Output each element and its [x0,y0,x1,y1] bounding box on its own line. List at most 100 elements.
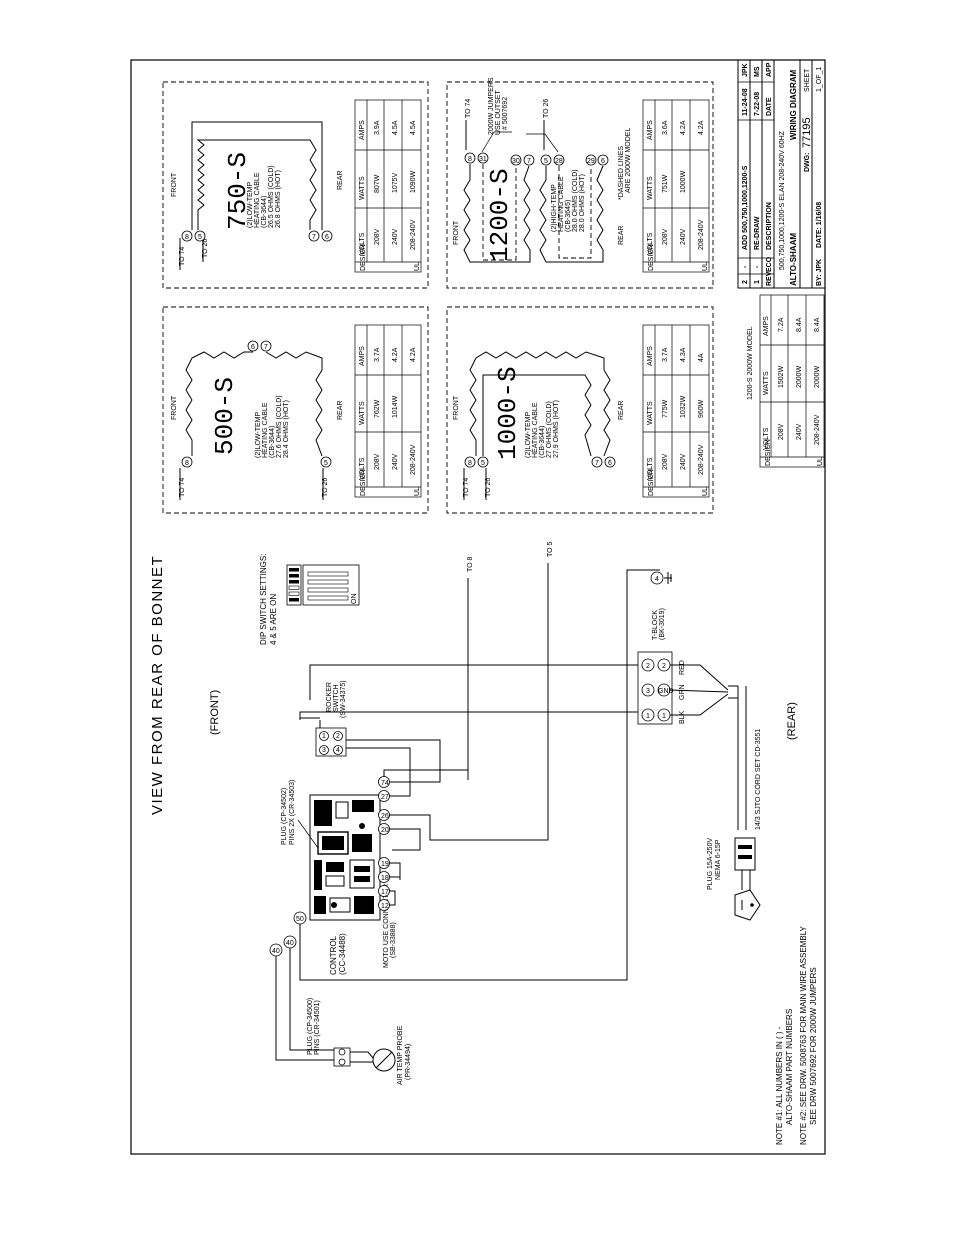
svg-text:(CB-3645): (CB-3645) [565,200,572,232]
svg-text:12: 12 [381,903,389,910]
svg-text:1: 1 [662,713,666,720]
svg-text:TO 74: TO 74 [179,247,186,266]
svg-text:240V: 240V [392,453,399,470]
svg-text:FRONT: FRONT [171,172,178,197]
svg-text:8.4A: 8.4A [814,317,821,332]
svg-text:4 & 5 ARE ON: 4 & 5 ARE ON [269,594,278,645]
svg-text:1000W: 1000W [680,170,687,193]
svg-text:208-240V: 208-240V [698,219,705,250]
lead-to-5: TO 5 [547,541,554,820]
svg-text:T-BLOCK: T-BLOCK [652,610,659,640]
svg-text:8.4A: 8.4A [796,317,803,332]
svg-text:PINS (CR-34501): PINS (CR-34501) [314,1000,321,1055]
svg-text:(2)LOW-TEMP: (2)LOW-TEMP [247,182,254,228]
svg-text:ON: ON [351,594,358,605]
svg-text:3.7A: 3.7A [374,347,381,362]
drawing-border [130,59,826,1155]
svg-text:(CB-3644): (CB-3644) [269,426,276,458]
svg-text:500-S: 500-S [210,377,240,455]
svg-text:500,750,1000,1200-S ELAN 208-2: 500,750,1000,1200-S ELAN 208-240V 60HZ [779,130,786,270]
svg-text:2000W: 2000W [814,365,821,388]
plug-main-label-b: PINS 2X (CR-34503) [289,780,296,845]
control-label-b: (CC-34488) [338,933,347,975]
svg-text:4.5A: 4.5A [410,120,417,135]
svg-text:17: 17 [381,889,389,896]
svg-text:1502W: 1502W [778,365,785,388]
svg-text:WATTS: WATTS [359,176,366,200]
svg-text:TO 26: TO 26 [543,99,550,118]
svg-text:DESCRIPTION: DESCRIPTION [766,202,773,250]
svg-text:TO 74: TO 74 [179,478,186,497]
svg-text:240V: 240V [392,228,399,245]
svg-text:28.4 OHMS (HOT): 28.4 OHMS (HOT) [283,400,290,458]
svg-text:USE OUTSET: USE OUTSET [495,90,502,135]
lead-to-8: TO 8 [467,556,474,780]
svg-text:TO 26: TO 26 [485,478,492,497]
svg-text:77195: 77195 [801,117,813,148]
svg-text:4: 4 [655,576,659,583]
connector-label-b: (SB-33888) [390,922,397,958]
svg-text:4.2A: 4.2A [698,120,705,135]
svg-text:3: 3 [646,688,650,695]
svg-text:29: 29 [587,158,595,165]
svg-text:WIRING DIAGRAM: WIRING DIAGRAM [789,69,798,140]
svg-text:775W: 775W [662,399,669,418]
svg-text:7: 7 [527,158,531,165]
svg-text:5: 5 [481,460,485,467]
svg-text:JPK: JPK [742,63,749,77]
svg-text:UL: UL [414,487,421,496]
svg-text:-: - [754,265,761,268]
svg-text:27 OHMS (COLD): 27 OHMS (COLD) [546,401,553,458]
svg-text:DESIGN: DESIGN [765,439,772,466]
view-title: VIEW FROM REAR OF BONNET [149,555,166,815]
svg-text:7.2A: 7.2A [778,317,785,332]
svg-text:28: 28 [555,158,563,165]
svg-text:(CB-3644): (CB-3644) [539,426,546,458]
svg-text:208V: 208V [374,453,381,470]
svg-text:208V: 208V [662,453,669,470]
svg-text:960W: 960W [698,399,705,418]
svg-text:AMPS: AMPS [647,120,654,140]
svg-text:750-S: 750-S [223,152,253,230]
svg-text:(2)LOW-TEMP: (2)LOW-TEMP [255,412,262,458]
dip-switch-settings: DIP SWITCH SETTINGS: 4 & 5 ARE ON ON [259,554,360,645]
svg-text:240V: 240V [796,423,803,440]
svg-text:6: 6 [608,460,612,467]
svg-text:14/3 SJTO CORD SET CD-3551: 14/3 SJTO CORD SET CD-3551 [755,729,762,830]
svg-text:TO 26: TO 26 [202,239,209,258]
svg-text:1075V: 1075V [392,172,399,193]
svg-text:FRONT: FRONT [453,395,460,420]
svg-text:4.2A: 4.2A [680,120,687,135]
svg-text:27: 27 [381,794,389,801]
svg-text:TO 8: TO 8 [467,556,474,572]
svg-text:PLUG (CP-34500): PLUG (CP-34500) [307,998,314,1055]
svg-text:NOTE #1: ALL NUMBERS IN ( ) -: NOTE #1: ALL NUMBERS IN ( ) - [775,1026,784,1145]
svg-text:74: 74 [381,780,389,787]
table-1200s-2000w: 1200-S 2000W MODEL VOLTS WATTS AMPS 208V… [747,294,825,468]
svg-text:RED: RED [679,660,686,675]
svg-text:1000-S: 1000-S [493,366,523,460]
front-label: (FRONT) [209,690,221,735]
svg-text:REAR: REAR [618,401,625,420]
svg-text:TO 5: TO 5 [547,541,554,557]
svg-text:5: 5 [544,158,548,165]
svg-text:AIR TEMP PROBE: AIR TEMP PROBE [397,1025,404,1085]
title-block: 2 - ADD 500,750,1000,1200-S 11-24-08 JPK… [737,59,826,289]
svg-text:3.6A: 3.6A [662,120,669,135]
svg-text:7: 7 [264,344,268,351]
svg-text:3.7A: 3.7A [662,347,669,362]
svg-text:6: 6 [251,344,255,351]
svg-text:WATTS: WATTS [763,371,770,395]
svg-text:BLK: BLK [679,710,686,724]
svg-text:DATE: DATE [766,97,773,116]
cord-set: RED GRN BLK 14/3 SJTO CORD SET CD-3551 P… [669,660,762,921]
svg-text:TO 74: TO 74 [465,99,472,118]
svg-text:VOLTS: VOLTS [647,457,654,480]
svg-text:DATE: 1/16/08: DATE: 1/16/08 [816,202,823,248]
svg-text:VOLTS: VOLTS [359,232,366,255]
svg-text:2000W JUMPERS: 2000W JUMPERS [488,77,495,135]
svg-text:4.2A: 4.2A [410,347,417,362]
svg-text:WATTS: WATTS [359,401,366,425]
svg-text:26.5 OHMS (COLD): 26.5 OHMS (COLD) [268,165,275,228]
svg-text:3.9A: 3.9A [374,120,381,135]
